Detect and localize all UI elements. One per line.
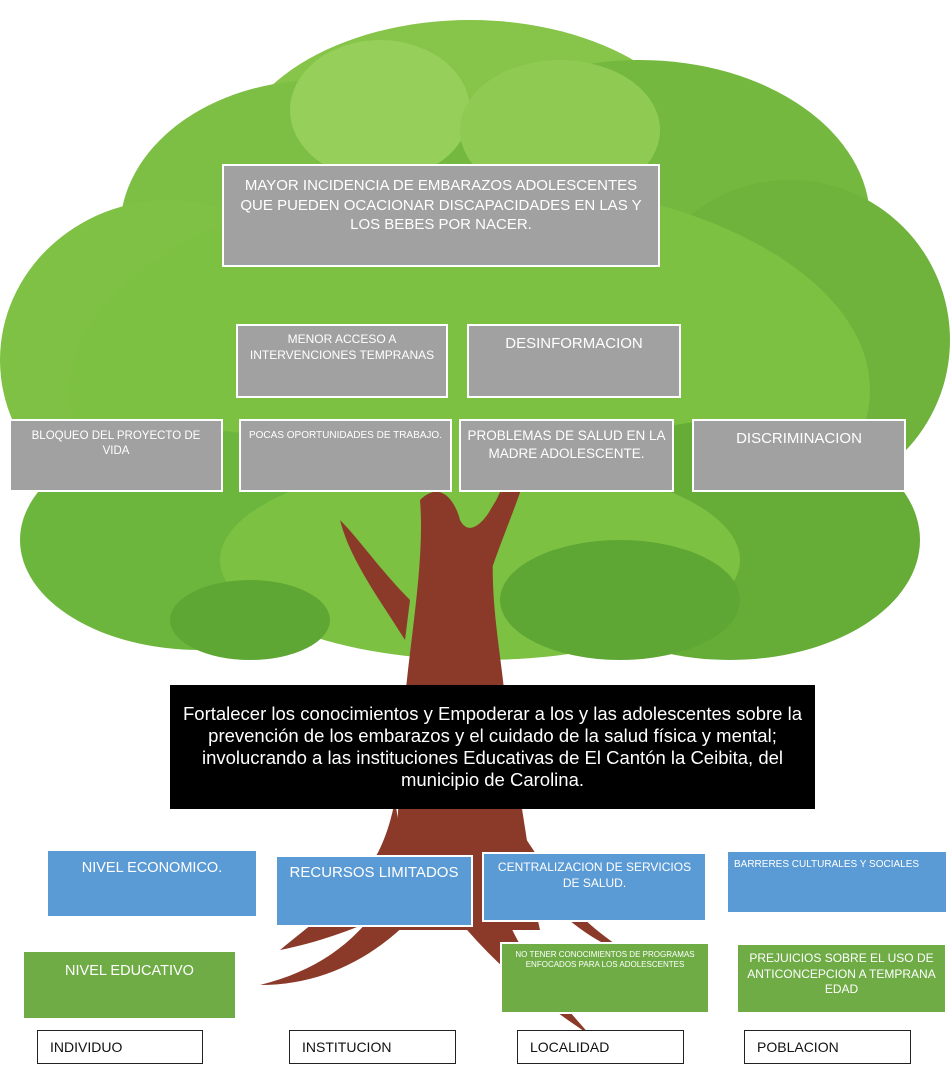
cause-individuo-1-box: NIVEL ECONOMICO. [46, 849, 258, 918]
effect-tertiary-3-box: PROBLEMAS DE SALUD EN LA MADRE ADOLESCEN… [459, 419, 674, 492]
cause-individuo-1-text: NIVEL ECONOMICO. [81, 860, 223, 876]
level-label-poblacion: POBLACION [744, 1030, 911, 1064]
effect-secondary-1-text: MENOR ACCESO A INTERVENCIONES TEMPRANAS [249, 332, 435, 362]
effect-tertiary-2-box: POCAS OPORTUNIDADES DE TRABAJO. [239, 419, 452, 492]
cause-institucion-1-box: RECURSOS LIMITADOS [275, 855, 473, 927]
effect-tertiary-2-text: POCAS OPORTUNIDADES DE TRABAJO. [248, 430, 442, 441]
effect-tertiary-4-text: DISCRIMINACION [736, 430, 862, 447]
cause-individuo-2-text: NIVEL EDUCATIVO [65, 963, 194, 979]
cause-poblacion-2-text: PREJUICIOS SOBRE EL USO DE ANTICONCEPCIO… [747, 951, 936, 997]
cause-localidad-1-text: CENTRALIZACION DE SERVICIOS DE SALUD. [497, 860, 692, 890]
cause-poblacion-1-text: BARRERES CULTURALES Y SOCIALES [734, 859, 920, 870]
effect-tertiary-1-box: BLOQUEO DEL PROYECTO DE VIDA [9, 419, 223, 492]
central-problem-box: Fortalecer los conocimientos y Empoderar… [170, 685, 815, 809]
effect-tertiary-1-text: BLOQUEO DEL PROYECTO DE VIDA [31, 430, 201, 457]
cause-localidad-2-box: NO TENER CONOCIMIENTOS DE PROGRAMAS ENFO… [500, 942, 710, 1014]
level-label-individuo: INDIVIDUO [37, 1030, 203, 1064]
level-label-localidad-text: LOCALIDAD [530, 1039, 610, 1055]
effect-main-text: MAYOR INCIDENCIA DE EMBARAZOS ADOLESCENT… [240, 177, 642, 233]
level-label-individuo-text: INDIVIDUO [50, 1039, 123, 1055]
cause-institucion-1-text: RECURSOS LIMITADOS [289, 864, 459, 881]
central-problem-text: Fortalecer los conocimientos y Empoderar… [182, 702, 803, 791]
effect-secondary-1-box: MENOR ACCESO A INTERVENCIONES TEMPRANAS [236, 324, 448, 398]
cause-poblacion-1-box: BARRERES CULTURALES Y SOCIALES [726, 850, 948, 914]
cause-localidad-1-box: CENTRALIZACION DE SERVICIOS DE SALUD. [482, 852, 707, 922]
cause-individuo-2-box: NIVEL EDUCATIVO [22, 950, 237, 1020]
level-label-poblacion-text: POBLACION [757, 1039, 839, 1055]
cause-localidad-2-text: NO TENER CONOCIMIENTOS DE PROGRAMAS ENFO… [515, 950, 695, 970]
effect-secondary-2-text: DESINFORMACION [505, 335, 643, 352]
effect-main-box: MAYOR INCIDENCIA DE EMBARAZOS ADOLESCENT… [222, 164, 660, 267]
cause-poblacion-2-box: PREJUICIOS SOBRE EL USO DE ANTICONCEPCIO… [736, 943, 947, 1014]
effect-tertiary-3-text: PROBLEMAS DE SALUD EN LA MADRE ADOLESCEN… [467, 428, 666, 461]
level-label-institucion-text: INSTITUCION [302, 1039, 392, 1055]
level-label-institucion: INSTITUCION [289, 1030, 456, 1064]
effect-tertiary-4-box: DISCRIMINACION [692, 419, 906, 492]
effect-secondary-2-box: DESINFORMACION [467, 324, 681, 398]
level-label-localidad: LOCALIDAD [517, 1030, 684, 1064]
